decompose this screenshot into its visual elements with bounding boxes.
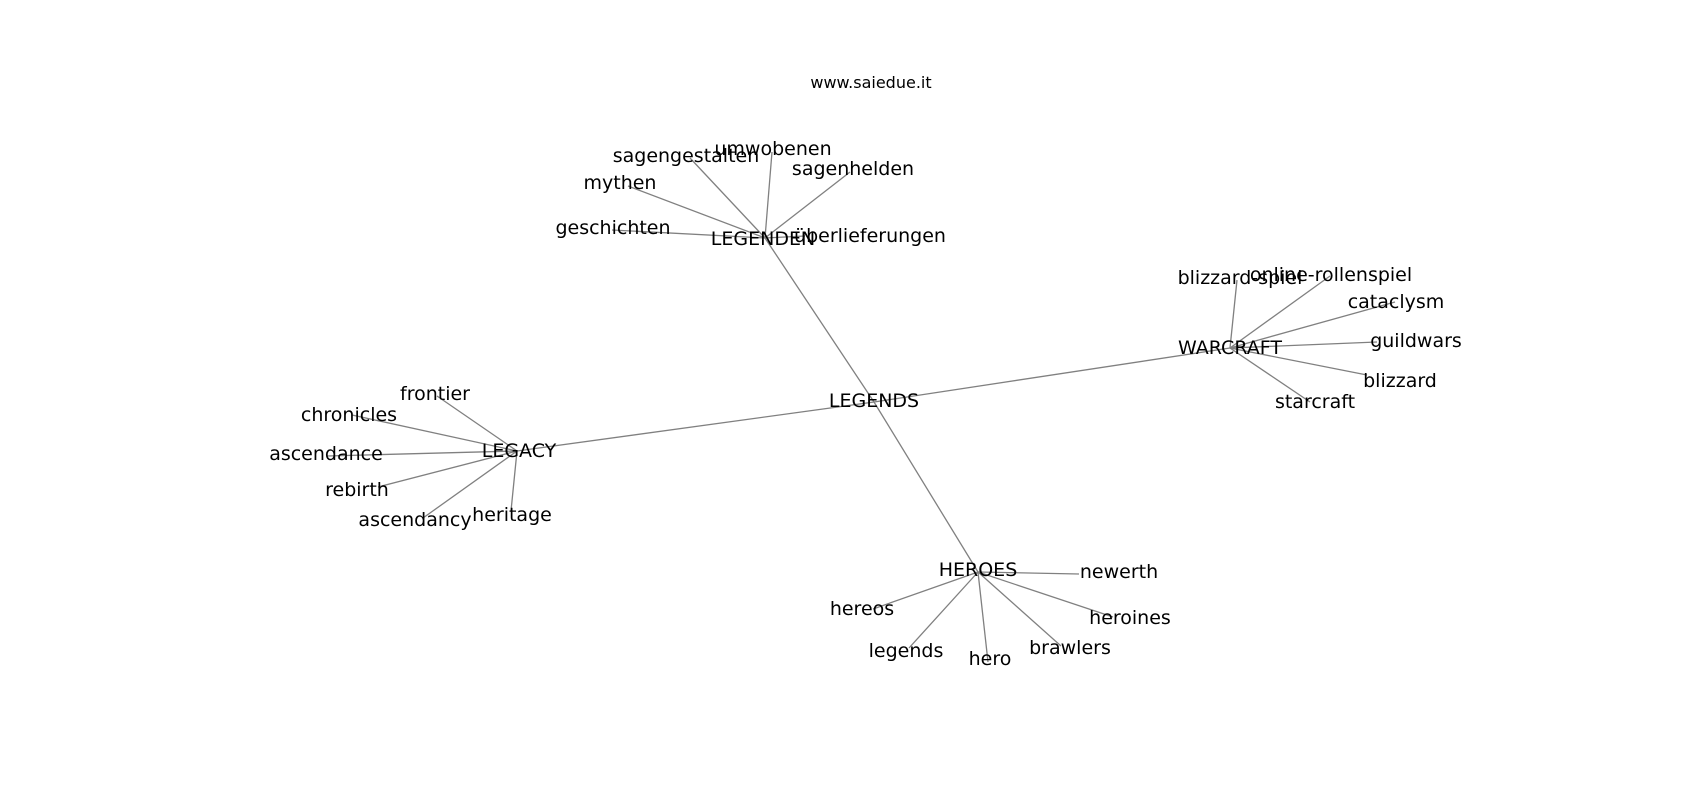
- leaf-node-label-newerth: newerth: [1080, 561, 1158, 583]
- edge-legenden-mythen: [627, 185, 766, 239]
- leaf-node-label-heroines: heroines: [1089, 607, 1171, 629]
- edge-legenden-umwobenen: [764, 151, 773, 239]
- edge-warcraft-blizzard-spiel: [1229, 279, 1238, 349]
- leaf-node-label-sagenhelden: sagenhelden: [792, 158, 914, 180]
- hub-node-label-legenden: LEGENDEN: [711, 228, 815, 250]
- leaf-node-label-blizzard-spiel: blizzard-spiel: [1178, 267, 1303, 289]
- edge-warcraft-starcraft: [1229, 347, 1311, 403]
- root-node-label: LEGENDS: [829, 390, 919, 412]
- edge-legacy-ascendance: [326, 450, 518, 457]
- edge-warcraft-online-rollenspiel: [1229, 275, 1331, 349]
- edge-heroes-hero: [977, 571, 989, 663]
- edge-legenden-berlieferungen: [764, 235, 806, 239]
- leaf-node-label-sagengestalten: sagengestalten: [613, 145, 760, 167]
- leaf-node-label-brawlers: brawlers: [1029, 637, 1111, 659]
- leaf-node-label-blizzard: blizzard: [1363, 370, 1437, 392]
- leaf-node-label-legends: legends: [869, 640, 944, 662]
- edge-warcraft-cataclysm: [1229, 301, 1396, 349]
- leaf-node-label-ascendancy: ascendancy: [358, 509, 471, 531]
- leaf-node-label-hero: hero: [969, 648, 1012, 670]
- edge-legacy-ascendancy: [422, 450, 518, 519]
- leaf-node-label-heritage: heritage: [472, 504, 552, 526]
- watermark-text: www.saiedue.it: [810, 73, 931, 92]
- edge-warcraft-blizzard: [1229, 347, 1368, 376]
- leaf-node-label-mythen: mythen: [584, 172, 657, 194]
- leaf-node-label-umwobenen: umwobenen: [714, 138, 831, 160]
- edge-warcraft-guildwars: [1229, 341, 1378, 349]
- leaf-node-label-hereos: hereos: [830, 598, 894, 620]
- edge-legenden-sagenhelden: [764, 171, 851, 239]
- edge-root-heroes: [873, 401, 979, 573]
- leaf-node-label-cataclysm: cataclysm: [1348, 291, 1445, 313]
- leaf-node-label-frontier: frontier: [400, 383, 470, 405]
- edge-root-warcraft: [873, 347, 1231, 403]
- leaf-node-label-guildwars: guildwars: [1370, 330, 1462, 352]
- leaf-node-label-geschichten: geschichten: [555, 217, 670, 239]
- leaf-node-label-chronicles: chronicles: [301, 404, 397, 426]
- leaf-node-label-berlieferungen: überlieferungen: [794, 225, 946, 247]
- edge-legacy-frontier: [436, 395, 518, 452]
- edge-heroes-hereos: [872, 571, 979, 610]
- leaf-node-label-online-rollenspiel: online-rollenspiel: [1250, 264, 1412, 286]
- edge-root-legenden: [764, 237, 875, 403]
- edge-legacy-heritage: [510, 450, 518, 512]
- leaf-node-label-ascendance: ascendance: [269, 443, 383, 465]
- edge-heroes-heroines: [977, 571, 1114, 618]
- edge-heroes-brawlers: [977, 571, 1062, 647]
- edge-root-legacy: [516, 401, 875, 452]
- graph-labels: www.saiedue.it LEGENDS LEGENDEN sagengest…: [269, 73, 1462, 670]
- leaf-node-label-rebirth: rebirth: [325, 479, 389, 501]
- edge-legenden-sagengestalten: [689, 157, 766, 239]
- edge-legacy-rebirth: [377, 450, 518, 488]
- leaf-node-label-starcraft: starcraft: [1275, 391, 1355, 413]
- hub-node-label-legacy: LEGACY: [482, 440, 557, 462]
- graph-edges: [326, 151, 1396, 663]
- hub-node-label-warcraft: WARCRAFT: [1178, 337, 1282, 359]
- edge-heroes-legends: [908, 571, 979, 649]
- edge-heroes-newerth: [977, 571, 1080, 575]
- edge-legacy-chronicles: [351, 414, 518, 452]
- hub-node-label-heroes: HEROES: [939, 559, 1018, 581]
- edge-legenden-geschichten: [611, 229, 766, 239]
